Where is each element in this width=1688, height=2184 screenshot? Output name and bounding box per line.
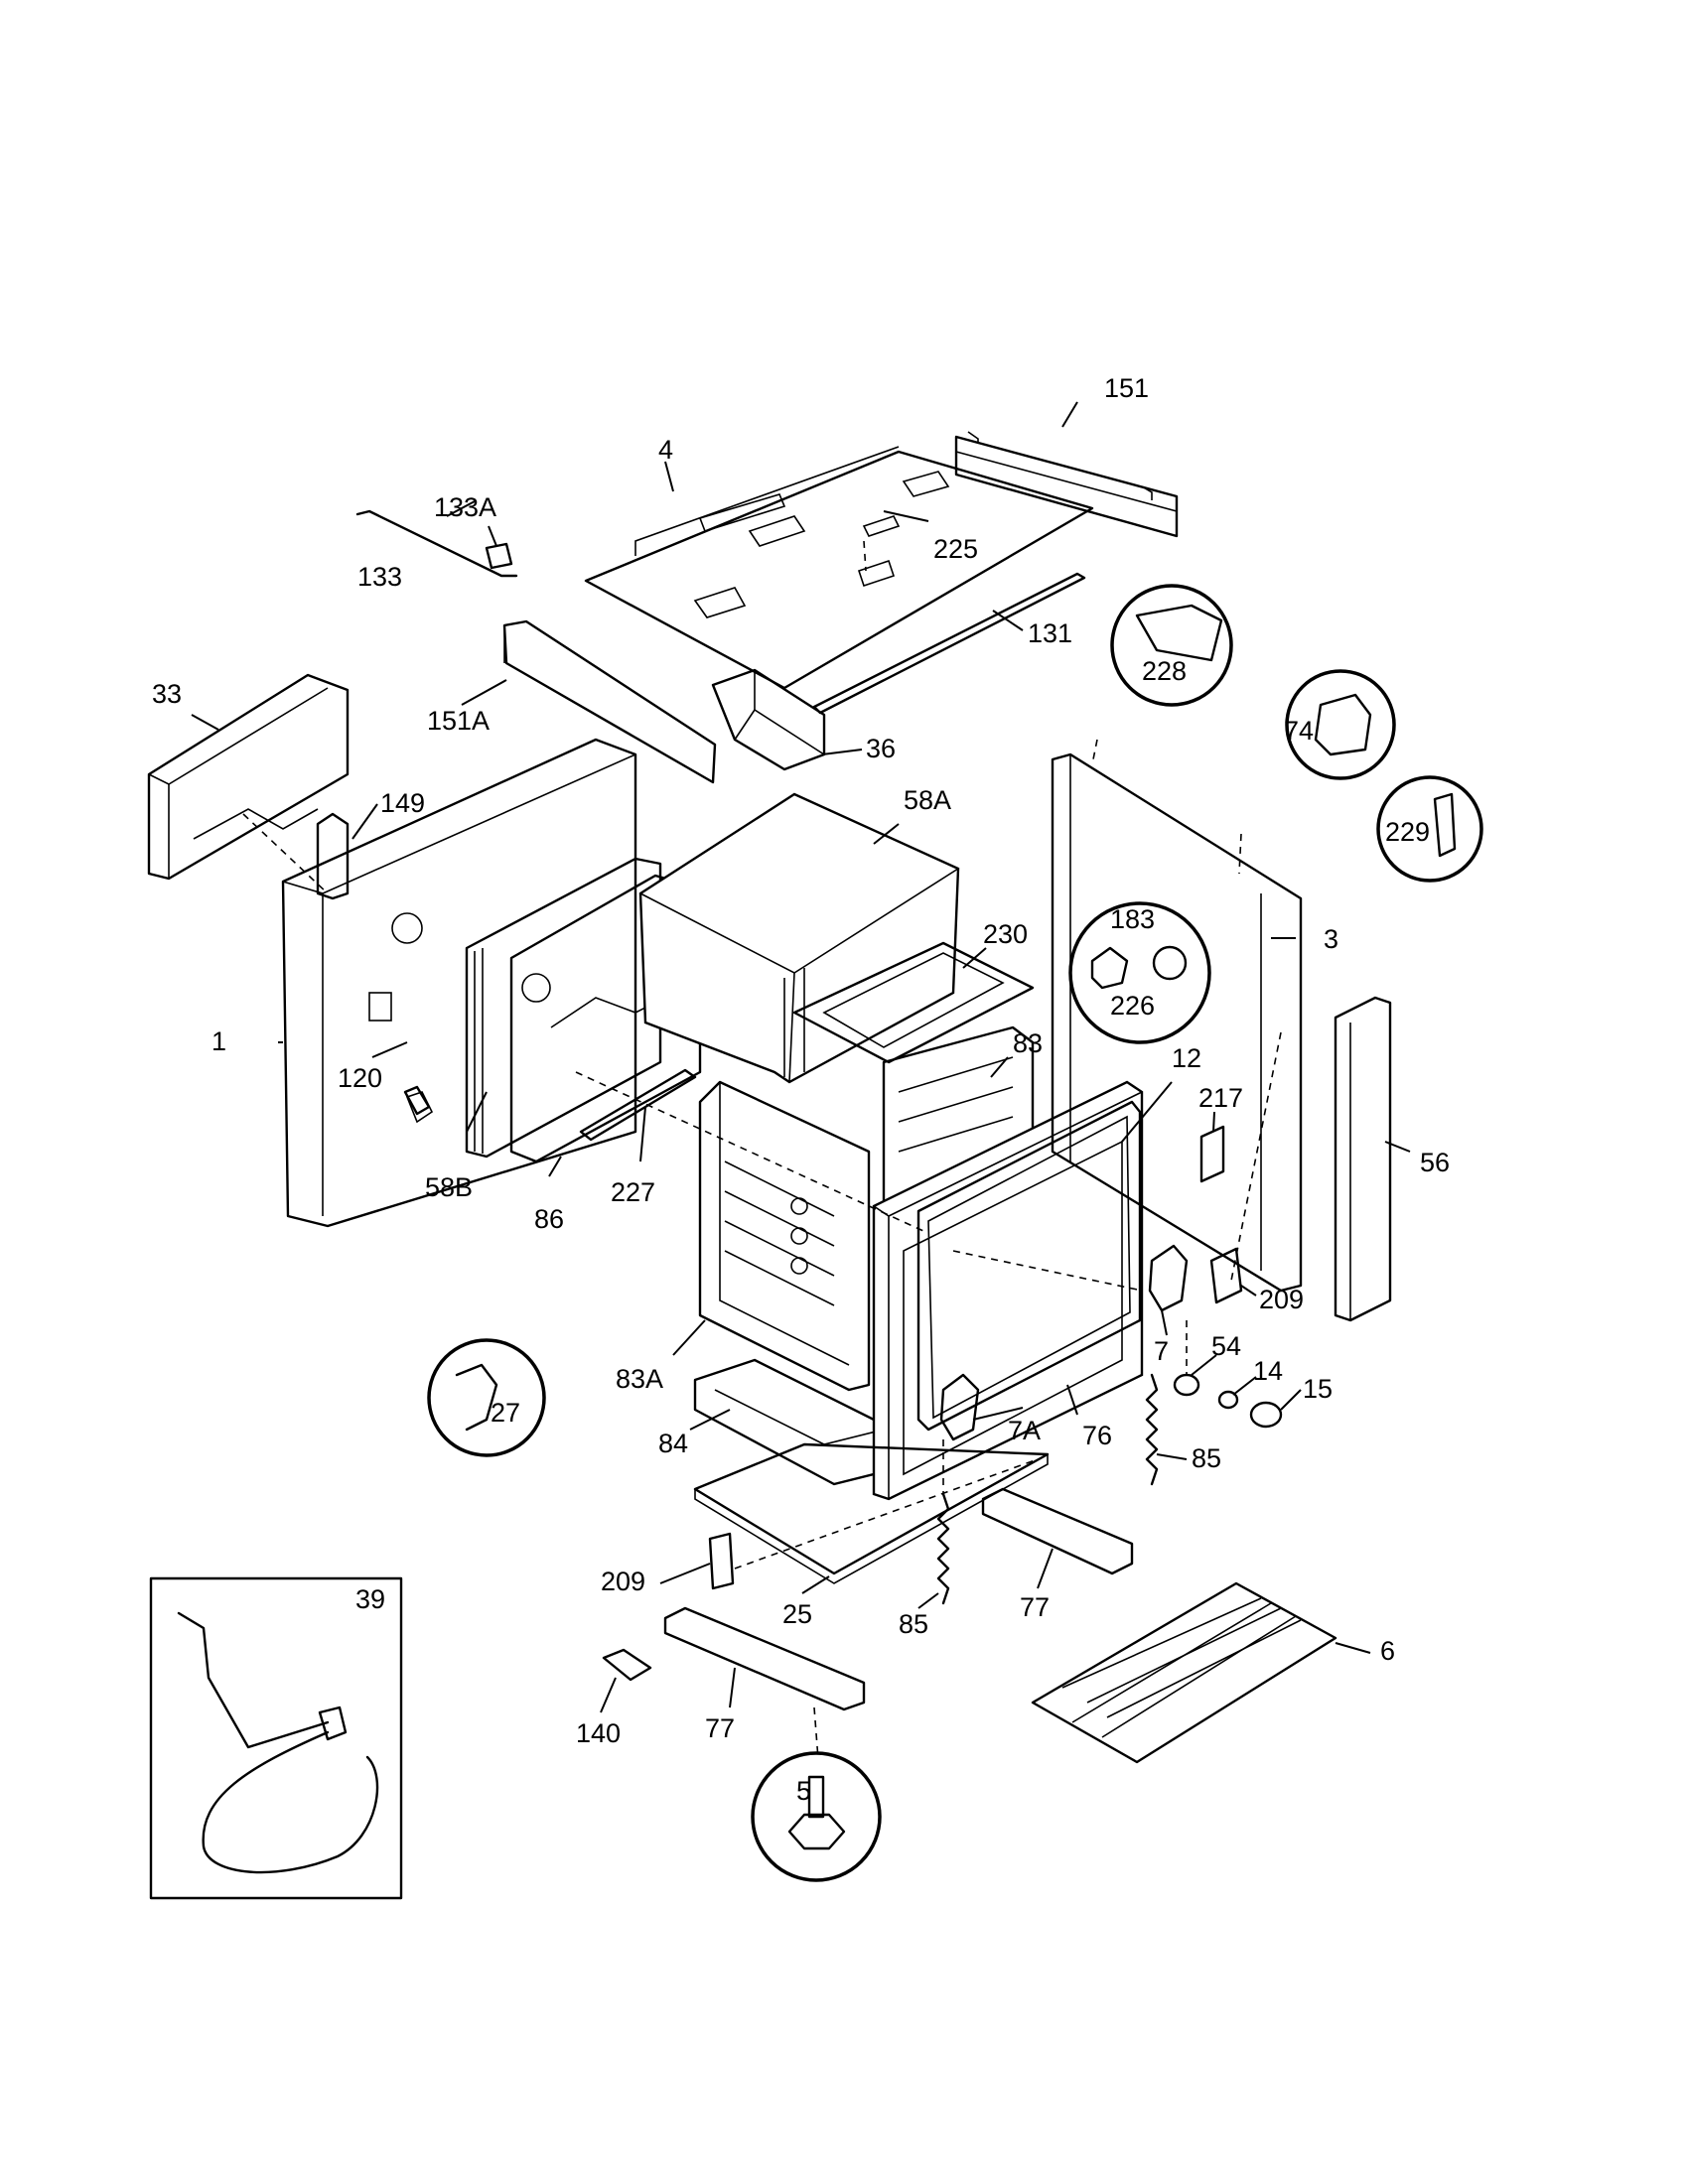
label-227: 227 <box>611 1177 655 1207</box>
label-25: 25 <box>782 1599 812 1629</box>
label-77-right: 77 <box>1020 1592 1050 1622</box>
label-183: 183 <box>1110 904 1155 934</box>
label-54: 54 <box>1211 1331 1241 1361</box>
part-1-side-panel <box>281 738 637 1228</box>
part-83A-oven-liner <box>698 1080 871 1392</box>
part-151A-front-bracket <box>502 619 717 784</box>
label-4: 4 <box>658 435 673 465</box>
label-209-left: 209 <box>601 1567 645 1596</box>
part-133-wire <box>355 509 518 578</box>
part-54-light-collar <box>1173 1373 1200 1397</box>
label-39: 39 <box>355 1584 385 1614</box>
part-85-spring-left <box>936 1492 950 1605</box>
label-58A: 58A <box>904 785 951 815</box>
part-58A-oven-insulation <box>638 792 960 1084</box>
label-209-right: 209 <box>1259 1285 1304 1314</box>
label-225: 225 <box>933 534 978 564</box>
part-15-bulb <box>1249 1401 1283 1429</box>
label-83: 83 <box>1013 1028 1043 1058</box>
label-228: 228 <box>1142 656 1187 686</box>
label-76: 76 <box>1082 1421 1112 1450</box>
label-7: 7 <box>1154 1336 1169 1366</box>
label-6: 6 <box>1380 1636 1395 1666</box>
callout-5 <box>751 1751 882 1882</box>
part-149-channel <box>316 812 350 900</box>
label-36: 36 <box>866 734 896 763</box>
part-151-rear-bracket <box>954 431 1179 538</box>
callout-183-226 <box>1068 901 1211 1044</box>
part-84-oven-bottom <box>693 1358 896 1486</box>
label-85-left: 85 <box>899 1609 928 1639</box>
part-209-bracket-left <box>708 1532 735 1590</box>
label-74: 74 <box>1284 716 1314 746</box>
part-4-top-panel <box>584 446 1094 690</box>
label-120: 120 <box>338 1063 382 1093</box>
part-209-bracket-right <box>1209 1247 1243 1304</box>
label-131: 131 <box>1028 618 1072 648</box>
part-76-front-frame <box>872 1080 1144 1501</box>
label-56: 56 <box>1420 1148 1450 1177</box>
part-230-shield <box>792 941 1035 1064</box>
part-7-hinge <box>1148 1244 1189 1312</box>
part-77-rail-right <box>981 1487 1134 1575</box>
label-1: 1 <box>211 1026 226 1056</box>
part-36-duct <box>711 668 826 771</box>
label-149: 149 <box>380 788 425 818</box>
part-12-door-gasket <box>916 1100 1142 1432</box>
part-7A-hinge <box>939 1373 980 1441</box>
label-7A: 7A <box>1008 1416 1041 1445</box>
label-226: 226 <box>1110 991 1155 1021</box>
part-25-drawer-panel <box>693 1442 1050 1584</box>
part-227-strip <box>579 1068 697 1142</box>
part-33-box <box>147 673 350 881</box>
label-217: 217 <box>1198 1083 1243 1113</box>
leader-lines <box>191 401 1411 1713</box>
label-33: 33 <box>152 679 182 709</box>
label-230: 230 <box>983 919 1028 949</box>
label-133A: 133A <box>434 492 496 522</box>
part-133A-clip <box>485 542 513 570</box>
part-58B-insulation <box>465 857 662 1159</box>
label-229: 229 <box>1385 817 1430 847</box>
label-133: 133 <box>357 562 402 592</box>
part-120-bracket <box>403 1085 431 1116</box>
label-151A: 151A <box>427 706 490 736</box>
label-85-right: 85 <box>1192 1443 1221 1473</box>
label-151: 151 <box>1104 373 1149 403</box>
part-6-oven-rack <box>1031 1581 1337 1764</box>
callout-74 <box>1285 669 1396 780</box>
label-3: 3 <box>1324 924 1338 954</box>
part-77-rail-left <box>663 1606 866 1711</box>
callout-228 <box>1110 584 1233 707</box>
part-140-clip <box>602 1648 652 1682</box>
label-86: 86 <box>534 1204 564 1234</box>
callout-27 <box>427 1338 546 1457</box>
label-140: 140 <box>576 1718 621 1748</box>
label-12: 12 <box>1172 1043 1201 1073</box>
label-77-left: 77 <box>705 1713 735 1743</box>
callout-229 <box>1376 775 1483 883</box>
part-85-spring-right <box>1145 1373 1159 1486</box>
label-27: 27 <box>491 1398 520 1428</box>
label-58B: 58B <box>425 1172 473 1202</box>
label-15: 15 <box>1303 1374 1333 1404</box>
part-14-socket <box>1217 1390 1239 1410</box>
label-84: 84 <box>658 1429 688 1458</box>
label-5: 5 <box>796 1776 811 1806</box>
label-83A: 83A <box>616 1364 663 1394</box>
part-56-trim <box>1334 996 1392 1322</box>
label-14: 14 <box>1253 1356 1283 1386</box>
part-number-labels: 151 4 133A 133 225 131 228 33 151A 36 74… <box>152 373 1450 1806</box>
part-217-label <box>1199 1125 1225 1183</box>
inset-39-power-cord <box>149 1576 403 1900</box>
